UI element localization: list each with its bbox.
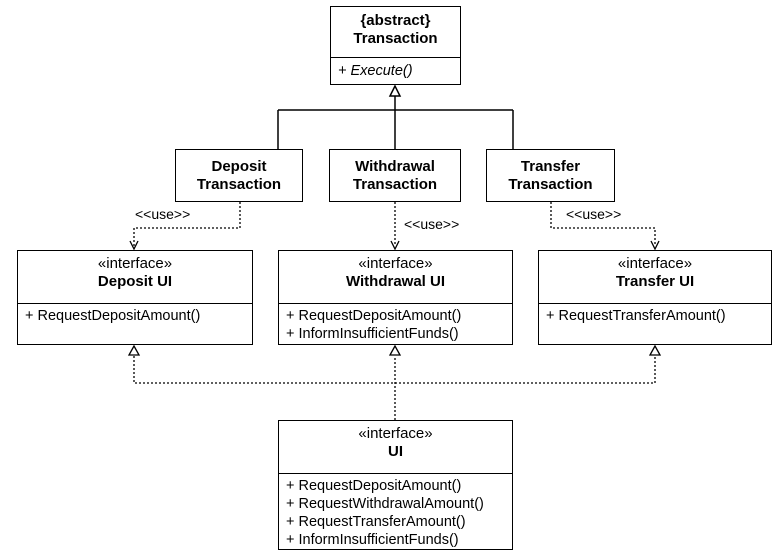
transfer-ui-operation: + RequestTransferAmount()	[546, 308, 726, 324]
ui-operation: + RequestDepositAmount()	[286, 478, 462, 494]
transaction-name: Transaction	[353, 30, 438, 47]
ui-interface: «interface» UI + RequestDepositAmount() …	[278, 420, 513, 550]
transfer-ui-stereotype: «interface»	[617, 255, 693, 272]
ui-operation: + InformInsufficientFunds()	[286, 532, 459, 548]
transfer-transaction-line1: Transfer	[520, 158, 581, 175]
realization-connectors	[133, 356, 656, 420]
deposit-ui-interface: «interface» Deposit UI + RequestDepositA…	[17, 250, 253, 345]
transfer-ui-name: Transfer UI	[615, 273, 695, 290]
withdrawal-ui-operation: + InformInsufficientFunds()	[286, 326, 459, 342]
deposit-ui-operation: + RequestDepositAmount()	[25, 308, 201, 324]
realization-arrowheads	[127, 344, 662, 356]
withdrawal-transaction-class: Withdrawal Transaction	[329, 149, 461, 202]
withdrawal-ui-divider	[279, 303, 512, 304]
transfer-ui-interface: «interface» Transfer UI + RequestTransfe…	[538, 250, 772, 345]
inheritance-connectors	[277, 96, 514, 149]
withdrawal-ui-interface: «interface» Withdrawal UI + RequestDepos…	[278, 250, 513, 345]
withdrawal-ui-stereotype: «interface»	[358, 255, 433, 272]
use-arrowheads	[129, 240, 660, 251]
deposit-transaction-line1: Deposit	[211, 158, 267, 175]
transfer-transaction-line2: Transaction	[508, 176, 593, 193]
use-label-withdrawal: <<use>>	[404, 216, 460, 232]
ui-operation: + RequestWithdrawalAmount()	[286, 496, 484, 512]
transaction-class: {abstract} Transaction + Execute()	[330, 6, 461, 85]
transfer-transaction-class: Transfer Transaction	[486, 149, 615, 202]
ui-stereotype: «interface»	[358, 425, 433, 442]
withdrawal-transaction-line1: Withdrawal	[355, 158, 435, 175]
withdrawal-transaction-line2: Transaction	[352, 176, 438, 193]
ui-operation: + RequestTransferAmount()	[286, 514, 466, 530]
withdrawal-ui-name: Withdrawal UI	[345, 273, 446, 290]
deposit-ui-divider	[18, 303, 252, 304]
deposit-transaction-class: Deposit Transaction	[175, 149, 303, 202]
use-label-transfer: <<use>>	[566, 206, 622, 222]
use-label-deposit: <<use>>	[135, 206, 191, 222]
deposit-transaction-line2: Transaction	[196, 176, 282, 193]
deposit-ui-stereotype: «interface»	[97, 255, 173, 272]
deposit-ui-name: Deposit UI	[97, 273, 173, 290]
inheritance-arrowhead	[388, 84, 402, 97]
transaction-divider	[331, 57, 460, 58]
withdrawal-ui-operation: + RequestDepositAmount()	[286, 308, 462, 324]
ui-name: UI	[388, 443, 403, 460]
transaction-stereotype: {abstract}	[360, 12, 431, 29]
transaction-operation: + Execute()	[338, 63, 413, 79]
ui-divider	[279, 473, 512, 474]
use-dependency-connectors	[133, 202, 656, 246]
transfer-ui-divider	[539, 303, 771, 304]
